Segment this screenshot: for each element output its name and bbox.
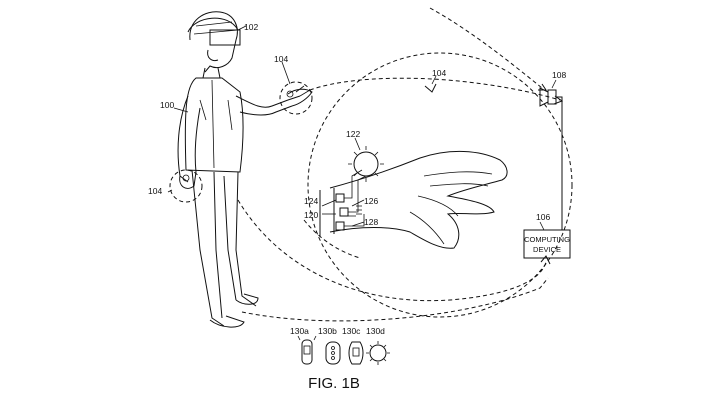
label-light-source: 122	[346, 129, 360, 139]
label-user: 100	[160, 100, 174, 110]
label-hand-region-upper: 104	[274, 54, 288, 64]
hand-region-left	[169, 169, 203, 203]
enlarged-view-circle	[307, 52, 573, 318]
label-camera: 108	[552, 70, 566, 80]
label-variant-d: 130d	[366, 326, 385, 336]
camera-icon	[539, 87, 563, 230]
light-source-icon	[348, 146, 384, 182]
headset	[209, 29, 241, 46]
variant-devices	[297, 335, 390, 365]
figure-caption: FIG. 1B	[308, 375, 360, 392]
user-figure	[177, 11, 313, 328]
hand-region-upper	[279, 81, 313, 115]
label-signal-arc: 104	[432, 68, 446, 78]
label-wrist-device: 120	[304, 210, 318, 220]
computing-device-box: COMPUTING DEVICE	[523, 229, 571, 259]
label-computing-device: 106	[536, 212, 550, 222]
label-variant-b: 130b	[318, 326, 337, 336]
label-module-c: 128	[364, 217, 378, 227]
label-hand-region-left: 104	[148, 186, 162, 196]
computing-device-line2: DEVICE	[533, 245, 561, 254]
label-variant-c: 130c	[342, 326, 361, 336]
label-variant-a: 130a	[290, 326, 309, 336]
label-module-a: 124	[304, 196, 318, 206]
label-module-b: 126	[364, 196, 378, 206]
label-headset: 102	[244, 22, 258, 32]
computing-device-line1: COMPUTING	[524, 235, 570, 244]
enlarged-hand	[319, 151, 508, 249]
